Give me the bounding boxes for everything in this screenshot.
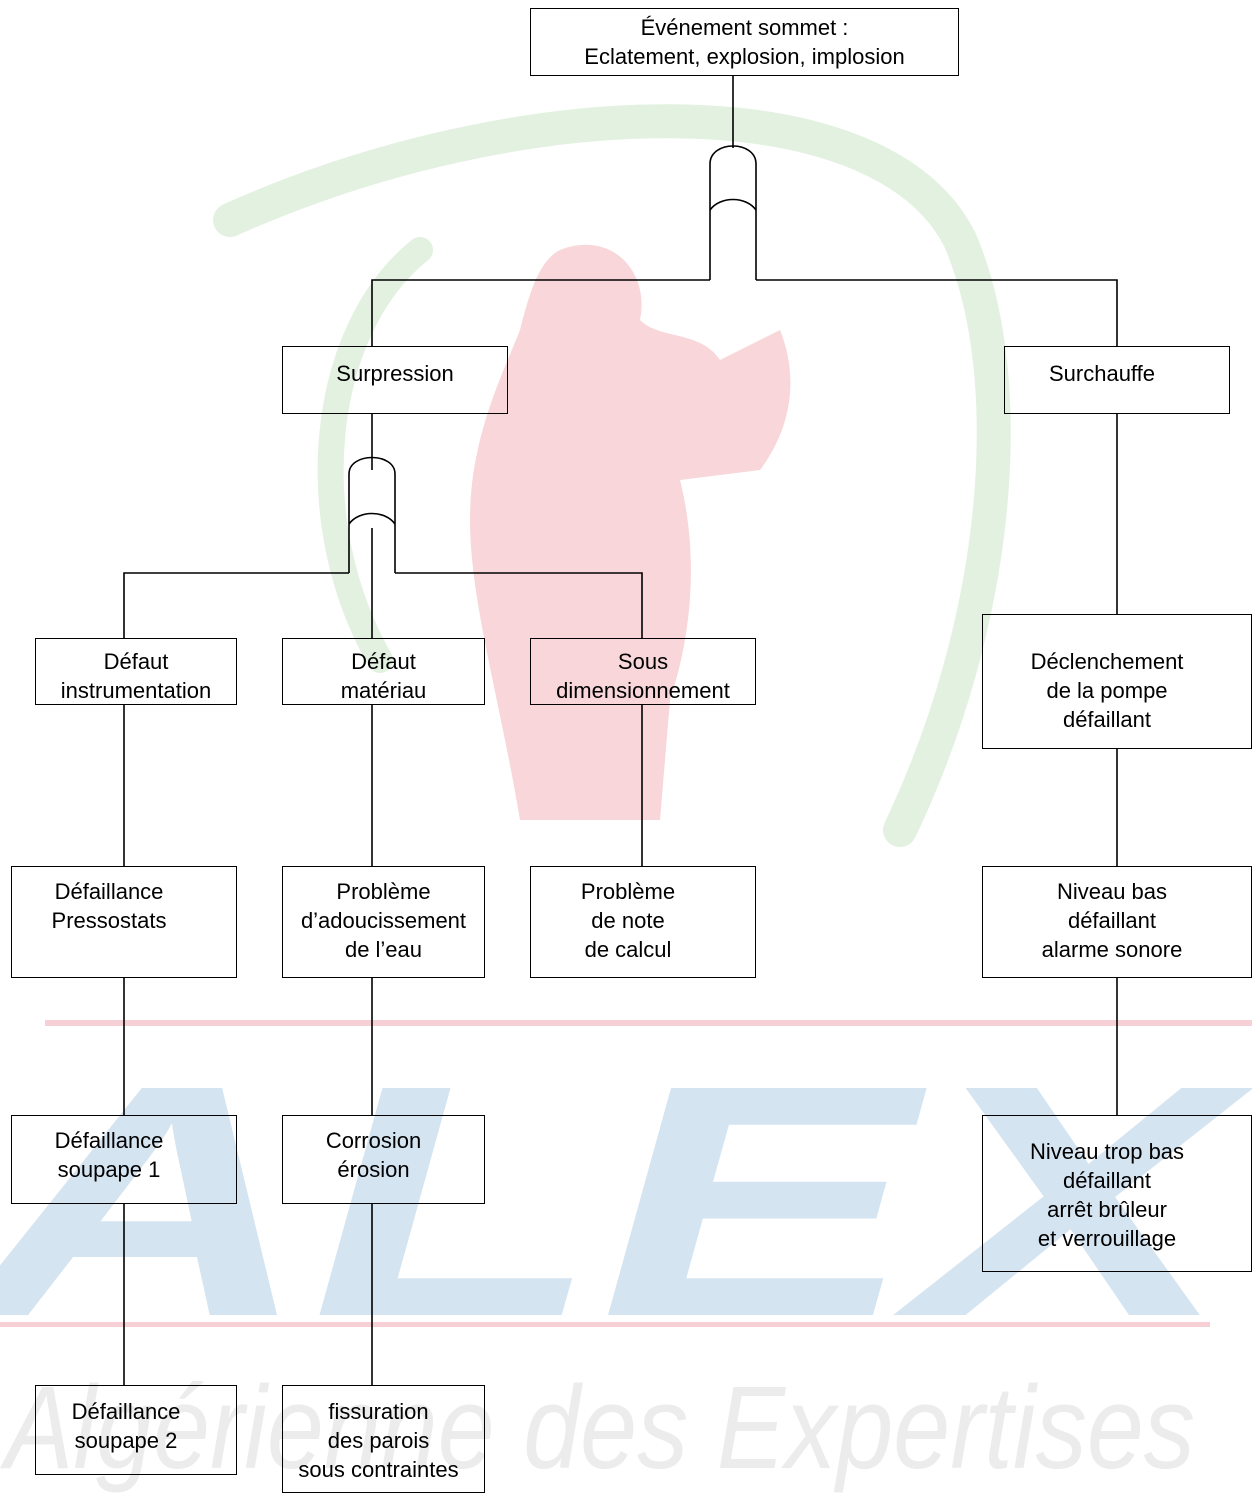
watermark-red-silhouette <box>470 244 791 821</box>
watermark-logo-text: ALEX <box>0 1016 1252 1385</box>
connector <box>756 279 1118 346</box>
connector <box>123 572 349 638</box>
fissuration-parois-box: fissuration des parois sous contraintes <box>282 1385 485 1493</box>
probleme-adoucissement-box: Problème d’adoucissement de l’eau <box>282 866 485 978</box>
top-event-box: Événement sommet : Eclatement, explosion… <box>530 8 959 76</box>
corrosion-erosion-box: Corrosion érosion <box>282 1115 485 1204</box>
defaut-materiau-box: Défaut matériau <box>282 638 485 705</box>
sous-dimensionnement-box: Sous dimensionnement <box>530 638 756 705</box>
probleme-note-calcul-box: Problème de note de calcul <box>530 866 756 978</box>
watermark-red-band-bottom <box>0 1322 1210 1327</box>
defaillance-soupape-1-box: Défaillance soupape 1 <box>11 1115 237 1204</box>
surchauffe-box: Surchauffe <box>1004 346 1230 414</box>
declenchement-pompe-box: Déclenchement de la pompe défaillant <box>982 614 1252 749</box>
surpression-box: Surpression <box>282 346 508 414</box>
defaillance-soupape-2-box: Défaillance soupape 2 <box>35 1385 237 1475</box>
niveau-bas-alarme-box: Niveau bas défaillant alarme sonore <box>982 866 1252 978</box>
defaut-instrumentation-box: Défaut instrumentation <box>35 638 237 705</box>
watermark-green-swoosh <box>213 104 1011 847</box>
watermark-green-arc <box>317 237 433 673</box>
or-gate-icon <box>709 145 757 280</box>
niveau-trop-bas-box: Niveau trop bas défaillant arrêt brûleur… <box>982 1115 1252 1272</box>
connector <box>371 279 710 346</box>
connector <box>395 572 643 638</box>
watermark-tagline: Algérienne des Expertises <box>0 1362 1195 1494</box>
or-gate-icon <box>348 456 396 573</box>
watermark-red-band-top <box>45 1020 1252 1026</box>
defaillance-pressostats-box: Défaillance Pressostats <box>11 866 237 978</box>
